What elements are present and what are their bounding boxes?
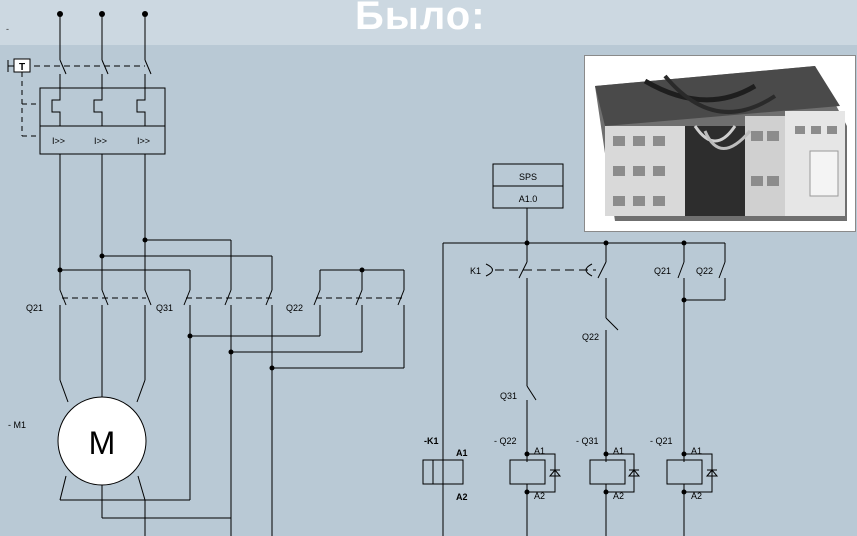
- trip-label: I>>: [52, 136, 65, 146]
- interlock-contact-q22: Q22: [582, 332, 599, 342]
- aux-contact-q21: Q21: [654, 266, 671, 276]
- coil-a1: A1: [456, 448, 468, 458]
- aux-contact-q22: Q22: [696, 266, 713, 276]
- coil-a2: A2: [691, 491, 702, 501]
- motor-symbol: M: [89, 425, 116, 461]
- coil-a2: A2: [613, 491, 624, 501]
- trip-label: I>>: [94, 136, 107, 146]
- aux-contact-q31: Q31: [500, 391, 517, 401]
- contactor-label-q31: Q31: [156, 303, 173, 313]
- motor-icon: [57, 396, 147, 486]
- coil-a2: A2: [456, 492, 468, 502]
- relay-contact-label: K1: [470, 266, 481, 276]
- coil-a1: A1: [534, 446, 545, 456]
- coil-name: - Q21: [650, 436, 673, 446]
- contactor-label-q21: Q21: [26, 303, 43, 313]
- slide-title: Было:: [355, 0, 486, 38]
- coil-a1: A1: [691, 446, 702, 456]
- test-button-icon: [13, 58, 31, 73]
- coil-name: - Q31: [576, 436, 599, 446]
- contactor-assembly-photo: [584, 55, 856, 232]
- plc-name: SPS: [519, 172, 537, 182]
- coil-name: - Q22: [494, 436, 517, 446]
- corner-mark: -: [6, 24, 9, 34]
- contactor-label-q22: Q22: [286, 303, 303, 313]
- test-button-label: T: [19, 62, 25, 73]
- motor-designation: - M1: [8, 420, 26, 430]
- coil-a2: A2: [534, 491, 545, 501]
- trip-label: I>>: [137, 136, 150, 146]
- coil-name: -K1: [424, 436, 439, 446]
- header-band: [0, 0, 857, 45]
- plc-output: A1.0: [519, 194, 538, 204]
- coil-a1: A1: [613, 446, 624, 456]
